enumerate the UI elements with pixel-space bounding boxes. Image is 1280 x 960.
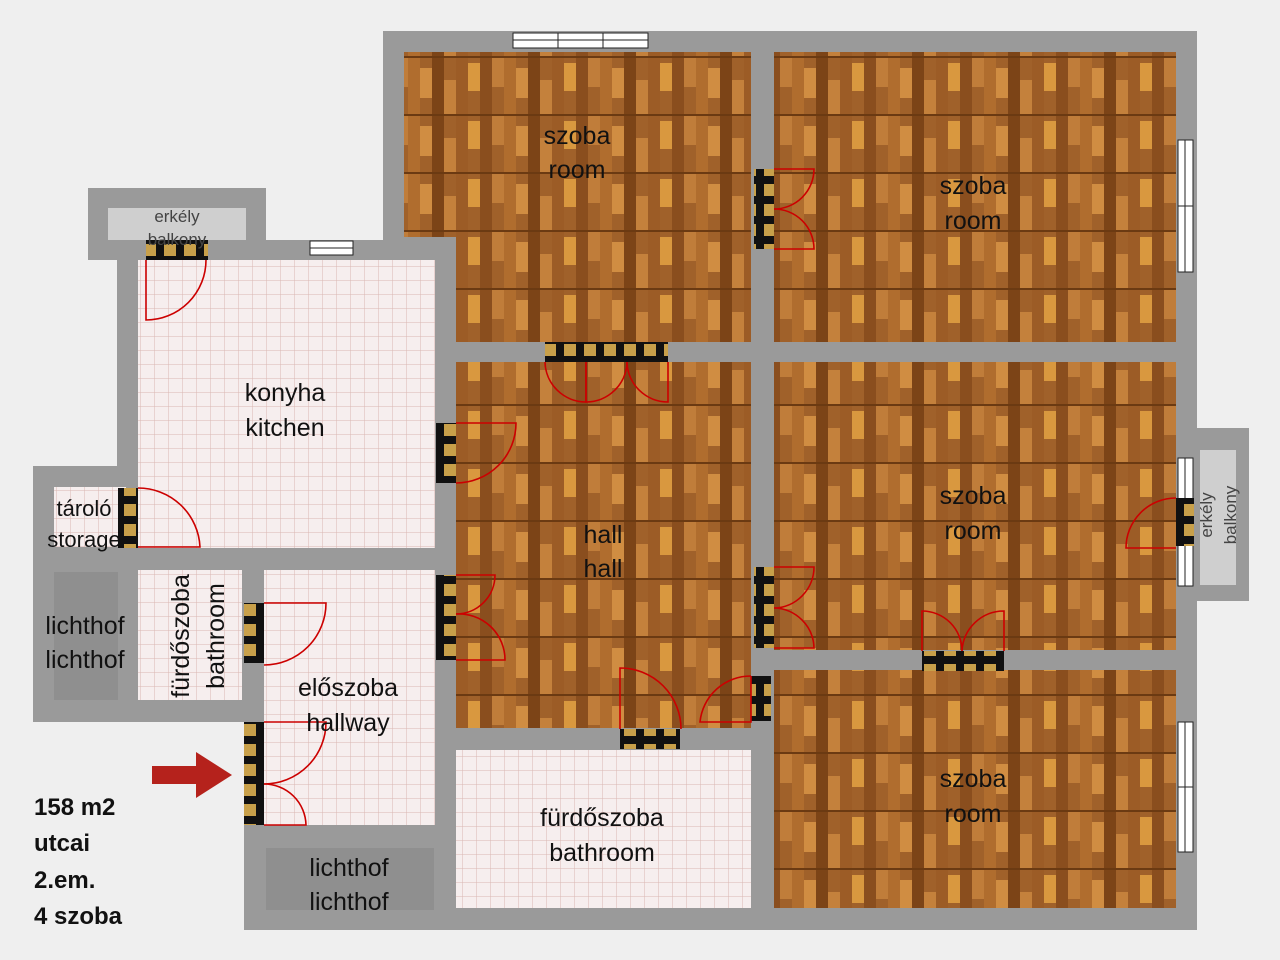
- room-2-label-hu: szoba: [940, 172, 1007, 200]
- room-3-label-en: room: [945, 517, 1002, 545]
- room-2-label-en: room: [945, 207, 1002, 235]
- room-floor-1: [404, 52, 751, 237]
- big-bathroom-label-en: bathroom: [549, 839, 655, 867]
- room-1-label-en: room: [549, 156, 606, 184]
- hallway-floor: [264, 570, 435, 825]
- room-3-label-hu: szoba: [940, 482, 1007, 510]
- window: [1177, 721, 1194, 853]
- room-floor-4: [774, 670, 1176, 908]
- lichthof-left-label-hu: lichthof: [45, 612, 124, 640]
- hallway-label-hu: előszoba: [298, 674, 398, 702]
- door-swings: [137, 168, 1177, 826]
- lichthof-bottom-void: [266, 848, 434, 910]
- balcony-right-label-en: balkony: [1221, 485, 1240, 544]
- room-labels: szoba room szoba room szoba room szoba r…: [45, 122, 1240, 916]
- small-bathroom-label-hu: fürdőszoba: [167, 574, 195, 698]
- balcony-top-label-en: balkony: [148, 230, 207, 249]
- kitchen-floor: [138, 260, 435, 548]
- hallway-label-en: hallway: [306, 709, 390, 737]
- balcony-top-label-hu: erkély: [154, 207, 200, 226]
- room-floor-3: [774, 362, 1176, 650]
- room-count-text: 4 szoba: [34, 903, 123, 930]
- orientation-text: utcai: [34, 830, 91, 857]
- storage-label-hu: tároló: [56, 496, 111, 521]
- room-1-label-hu: szoba: [544, 122, 611, 150]
- room-4-label-en: room: [945, 800, 1002, 828]
- hall-label-hu: hall: [584, 521, 623, 549]
- storage-floor: [54, 487, 126, 547]
- storage-label-en: storage: [47, 527, 120, 552]
- floor-text: 2.em.: [34, 867, 96, 894]
- kitchen-label-en: kitchen: [245, 414, 324, 442]
- balcony-top-floor: [108, 208, 246, 240]
- small-bathroom-floor: [138, 570, 242, 700]
- hall-label-en: hall: [584, 555, 623, 583]
- window: [512, 32, 649, 49]
- big-bathroom-label-hu: fürdőszoba: [540, 804, 664, 832]
- kitchen-label-hu: konyha: [245, 379, 326, 407]
- windows: [309, 32, 1194, 853]
- door-frames: [118, 169, 1194, 825]
- balcony-right-label-hu: erkély: [1197, 492, 1216, 538]
- lichthof-bottom-label-en: lichthof: [309, 888, 388, 916]
- lichthof-bottom-label-hu: lichthof: [309, 854, 388, 882]
- big-bathroom-floor: [456, 750, 751, 908]
- room-floor-2: [774, 52, 1176, 342]
- area-text: 158 m2: [34, 794, 116, 821]
- room-4-label-hu: szoba: [940, 765, 1007, 793]
- lichthof-left-label-en: lichthof: [45, 646, 124, 674]
- floors: [54, 52, 1236, 910]
- window: [1177, 139, 1194, 273]
- small-bathroom-label-en: bathroom: [202, 583, 230, 689]
- lichthof-left-void: [54, 572, 118, 700]
- balcony-right-floor: [1200, 450, 1236, 585]
- right-arrow-icon: [152, 752, 232, 798]
- window: [309, 240, 354, 256]
